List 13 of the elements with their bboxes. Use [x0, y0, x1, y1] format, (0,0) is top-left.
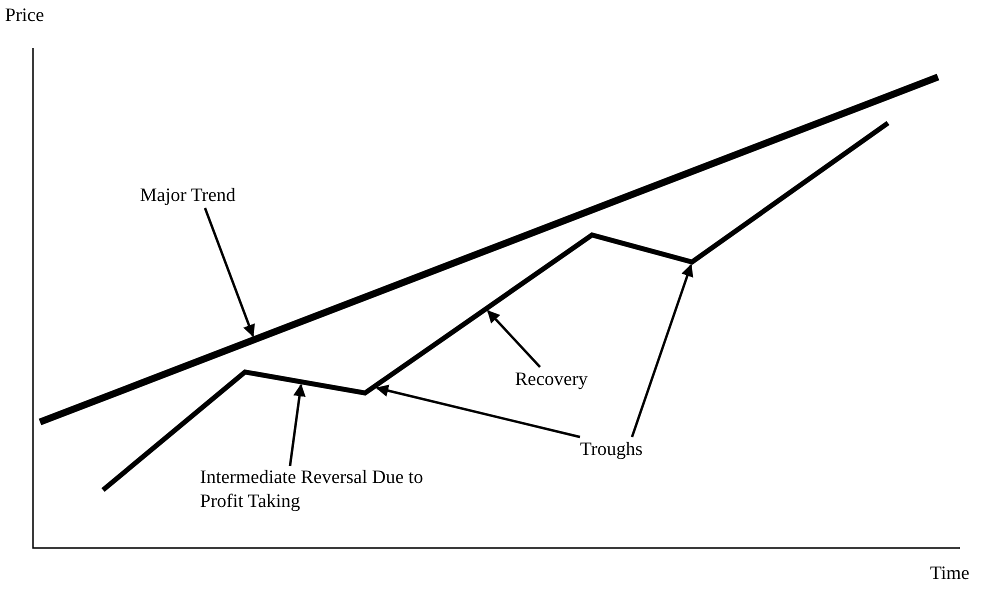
- leader-arrow: [376, 384, 580, 438]
- axis-label: Price: [5, 4, 44, 28]
- axis-label: Time: [930, 562, 970, 586]
- leader-arrow: [630, 264, 694, 438]
- trend-line: [38, 74, 940, 426]
- callout-text: Intermediate Reversal Due to Profit Taking: [200, 466, 432, 514]
- leader-arrow: [487, 310, 541, 368]
- callout-text: Recovery: [515, 368, 625, 392]
- leader-arrow: [204, 208, 255, 338]
- leader-arrow: [288, 384, 306, 466]
- callout-text: Major Trend: [140, 184, 300, 208]
- price-line: [101, 120, 890, 492]
- callout-text: Troughs: [580, 438, 690, 462]
